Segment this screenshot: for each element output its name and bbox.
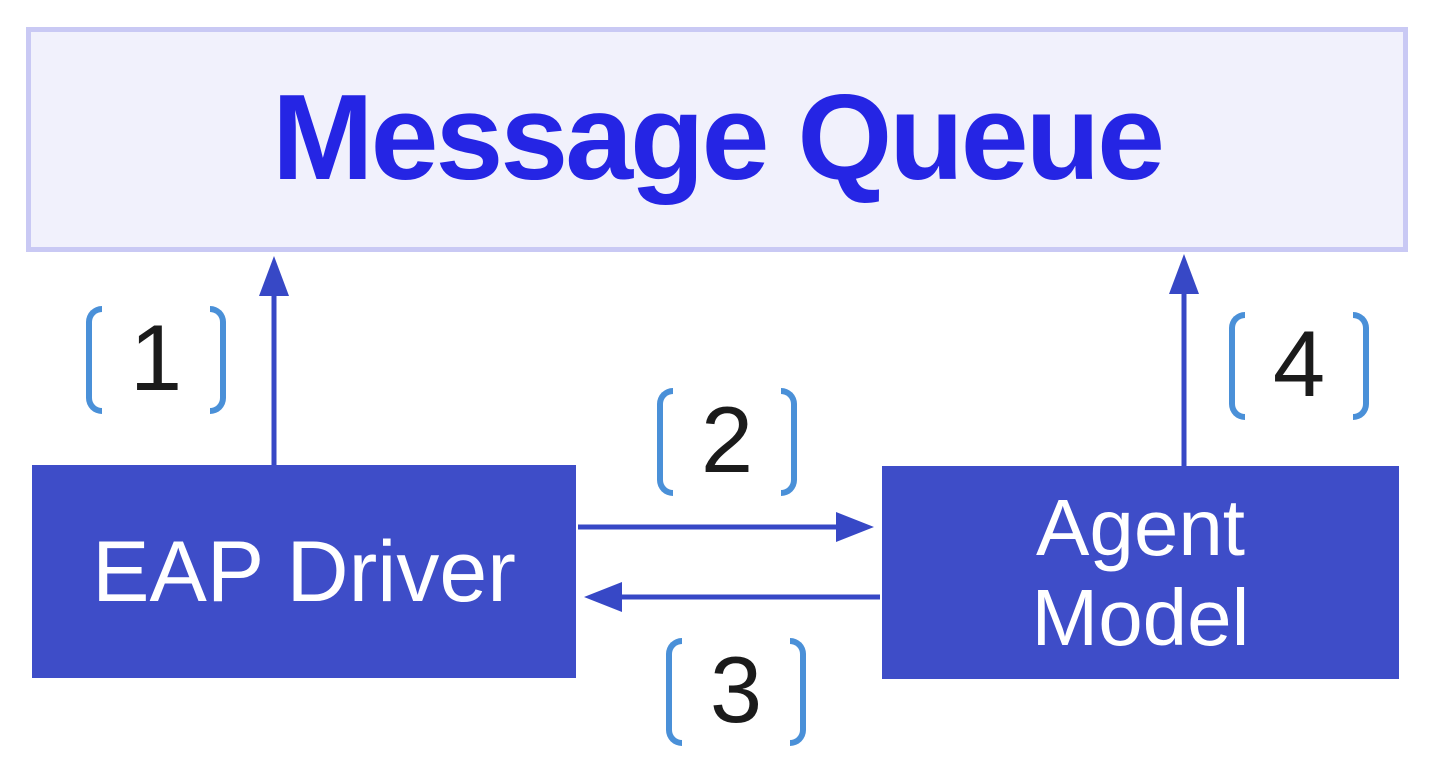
left-bracket-icon [1229, 312, 1245, 420]
arrow-step-1-up [259, 256, 289, 470]
left-bracket-icon [86, 306, 102, 414]
left-bracket-icon [657, 388, 673, 496]
left-bracket-icon [666, 638, 682, 746]
step-number-2: 2 [700, 387, 754, 492]
step-label-3: 3 [666, 636, 806, 748]
step-number-3: 3 [709, 637, 763, 742]
right-bracket-icon [1353, 312, 1369, 420]
right-bracket-icon [781, 388, 797, 496]
eap-driver-label: EAP Driver [92, 523, 516, 620]
step-number-1: 1 [129, 305, 183, 410]
agent-model-label-line2: Model [1031, 572, 1250, 662]
right-bracket-icon [210, 306, 226, 414]
message-queue-label: Message Queue [272, 68, 1165, 205]
right-bracket-icon [790, 638, 806, 746]
agent-model-label-line1: Agent [1035, 482, 1246, 572]
step-label-2: 2 [657, 386, 797, 498]
node-agent-model: Agent Model [882, 466, 1399, 679]
arrow-step-2-right [578, 512, 874, 542]
step-number-4: 4 [1272, 311, 1326, 416]
node-message-queue: Message Queue [26, 27, 1408, 252]
node-eap-driver: EAP Driver [32, 465, 576, 678]
step-label-1: 1 [86, 304, 226, 416]
arrow-step-4-up [1169, 254, 1199, 470]
step-label-4: 4 [1229, 310, 1369, 422]
arrow-step-3-left [584, 582, 880, 612]
